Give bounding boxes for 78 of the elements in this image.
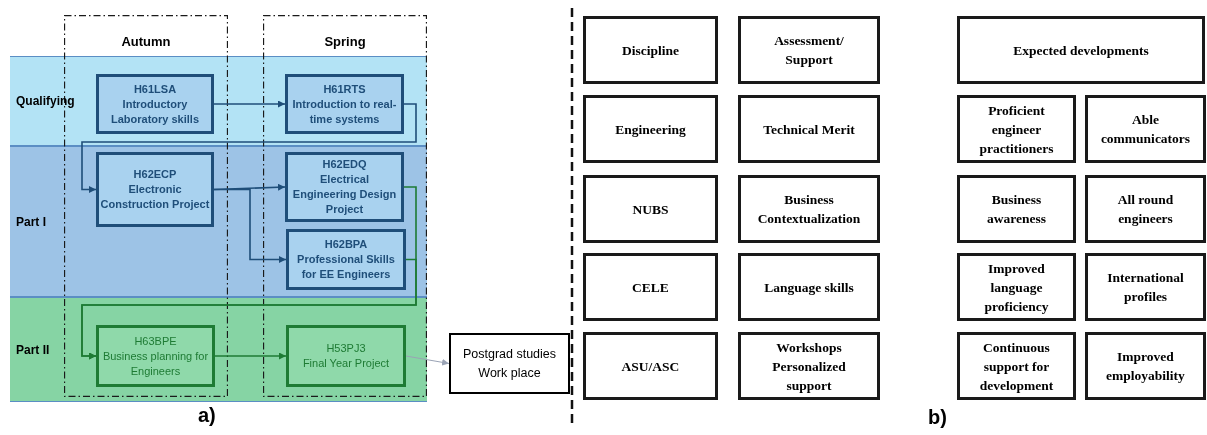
box-text: Postgrad studies [462,345,557,363]
text-box [583,175,718,243]
box-text: Language skills [764,278,854,297]
box-text: Technical Merit [763,120,855,139]
course-code: H61RTS [323,81,366,97]
text-box [738,175,880,243]
course-box [96,74,214,134]
course-code: H63BPE [134,333,177,349]
text-box [738,332,880,400]
text-box [738,253,880,321]
heading-box [957,16,1205,84]
panel-label: a) [198,403,216,428]
box-text: Business Contextualization [756,191,862,228]
course-box [96,325,215,387]
text-box [583,332,718,400]
box-text: CELE [632,278,669,297]
arrow [213,188,287,263]
course-box [286,229,406,290]
box-text: Assessment/ Support [773,32,845,69]
course-title: Professional Skills for EE Engineers [296,252,396,282]
row-band [10,146,427,297]
arrow [213,100,286,108]
box-text: Discipline [622,41,679,60]
column-heading: Autumn [120,33,172,51]
text-box [583,16,718,84]
course-code: H62ECP [133,167,177,182]
outcome-box [449,333,570,394]
text-box [1085,175,1206,243]
box-text: All round engineers [1116,191,1175,228]
panel-label: b) [928,405,947,430]
arrow [81,258,417,360]
arrow [214,352,287,360]
box-text: Workshops Personalized support [771,338,847,395]
course-title: Final Year Project [302,356,390,371]
course-code: H62BPA [324,237,368,252]
course-box [96,152,214,227]
box-text: Continuous support for development [978,338,1055,395]
box-text: International profiles [1106,269,1185,306]
row-band [10,297,427,402]
box-text: Proficient engineer practitioners [978,101,1055,158]
row-band [10,56,427,146]
course-title: Business planning for Engineers [101,348,210,379]
text-box [1085,95,1206,163]
box-text: ASU/ASC [621,357,680,376]
text-box [583,253,718,321]
box-text: Engineering [615,120,686,139]
box-text: Business awareness [986,191,1047,228]
course-title: Electronic Construction Project [99,182,211,212]
text-box [957,332,1076,400]
text-box [957,253,1076,321]
box-text: Work place [478,364,541,382]
text-box [583,95,718,163]
text-box [957,95,1076,163]
course-code: H61LSA [133,81,177,97]
text-box [957,175,1076,243]
box-text: Expected developments [1013,41,1149,60]
course-code: H53PJ3 [326,341,366,356]
box-text: NUBS [632,200,669,219]
arrow [81,103,417,193]
band-label: Qualifying [16,93,75,110]
text-box [738,16,880,84]
box-text: Improved language proficiency [983,259,1050,316]
arrow [405,355,450,366]
band-label: Part II [16,341,50,359]
text-box [1085,332,1206,400]
box-text: Improved employability [1105,348,1186,385]
course-title: Introductory Laboratory skills [109,96,200,127]
box-text: Able communicators [1100,111,1191,148]
text-box [738,95,880,163]
column-heading: Spring [323,33,367,51]
text-box [1085,253,1206,321]
course-box [286,325,406,387]
course-box [285,74,404,134]
course-code: H62EDQ [322,157,367,172]
course-title: Electrical Engineering Design Project [291,172,398,217]
course-box [285,152,404,222]
course-title: Introduction to real-time systems [291,96,398,127]
band-label: Part I [16,213,46,231]
